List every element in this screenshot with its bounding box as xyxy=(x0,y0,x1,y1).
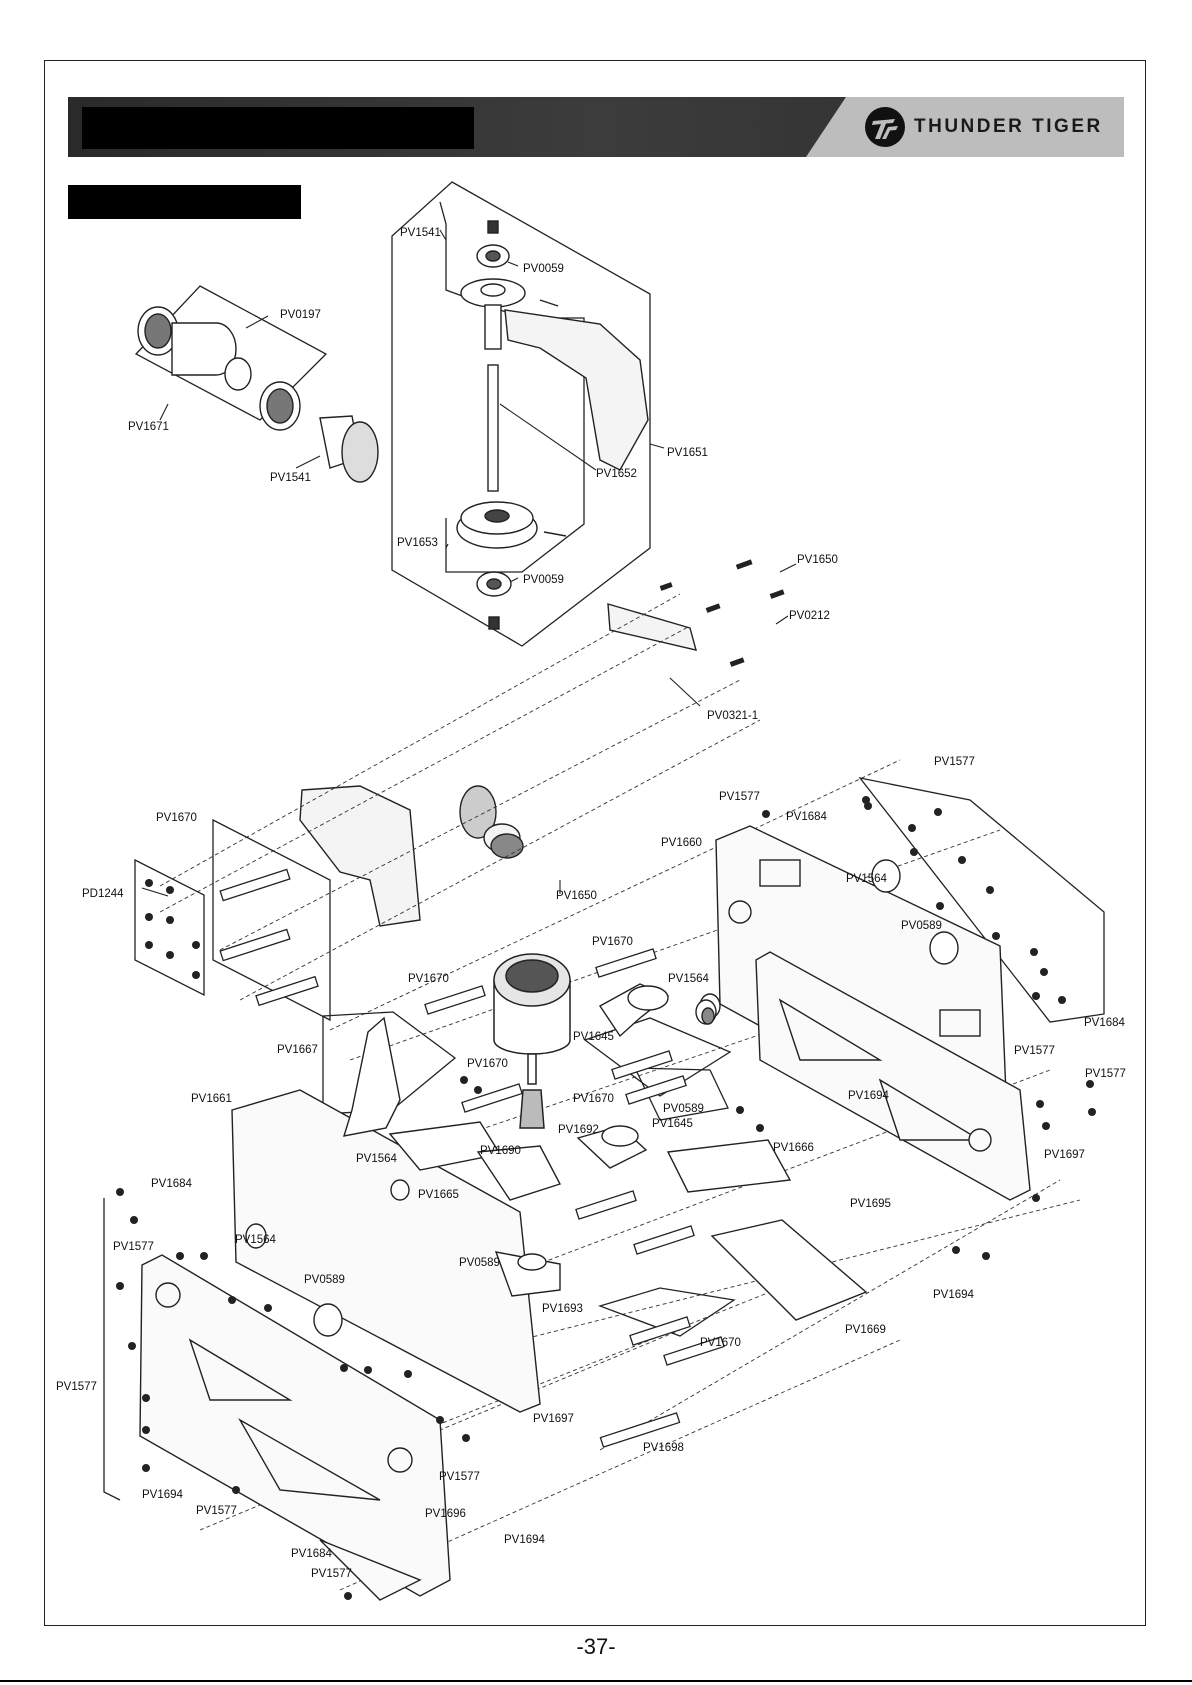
part-label: PV1671 xyxy=(128,421,169,433)
part-label: PV1541 xyxy=(400,227,441,239)
part-label: PV0059 xyxy=(523,263,564,275)
part-label: PV1697 xyxy=(533,1413,574,1425)
gear-assembly-bracket xyxy=(391,181,651,647)
part-label: PV1564 xyxy=(846,873,888,885)
part-label: PV1684 xyxy=(1084,1017,1126,1029)
page-number: -37- xyxy=(576,1634,616,1659)
part-label: PV0212 xyxy=(789,610,830,622)
header-bar: THUNDER TIGER xyxy=(68,97,1124,157)
part-label: PV1694 xyxy=(848,1090,890,1102)
logo-panel: THUNDER TIGER xyxy=(806,97,1124,157)
part-label: PV1665 xyxy=(418,1189,459,1201)
part-label: PV1684 xyxy=(786,811,828,823)
part-label: PV1670 xyxy=(700,1337,741,1349)
motor xyxy=(493,953,571,1129)
part-label: PV1577 xyxy=(311,1568,352,1580)
part-label: PV1694 xyxy=(504,1534,546,1546)
part-label: PV1577 xyxy=(1085,1068,1126,1080)
part-label: PV1650 xyxy=(556,890,597,902)
part-label: PV1690 xyxy=(480,1145,521,1157)
part-label: PV0589 xyxy=(459,1257,500,1269)
part-label: PV1666 xyxy=(773,1142,814,1154)
part-label: PV1660 xyxy=(661,837,702,849)
part-label: PV0197 xyxy=(280,309,321,321)
part-label: PV0589 xyxy=(663,1103,704,1115)
part-label: PV1684 xyxy=(151,1178,193,1190)
thunder-tiger-logo-icon xyxy=(865,107,905,147)
part-label: PV1692 xyxy=(558,1124,599,1136)
part-label: PD1244 xyxy=(82,888,124,900)
part-label: PV1541 xyxy=(270,472,311,484)
part-label: PV1670 xyxy=(156,812,197,824)
part-label: PV1577 xyxy=(56,1381,97,1393)
pv1670-bracket xyxy=(212,818,331,1022)
part-label: PV1652 xyxy=(596,468,637,480)
page-frame xyxy=(44,60,1146,1626)
part-label: PV0321-1 xyxy=(707,710,758,722)
part-label: PV1698 xyxy=(643,1442,684,1454)
part-label: PV1670 xyxy=(573,1093,614,1105)
part-label: PV1693 xyxy=(542,1303,583,1315)
part-label: PV1577 xyxy=(439,1471,480,1483)
part-label: PV0589 xyxy=(901,920,942,932)
part-label: PV1667 xyxy=(277,1044,318,1056)
part-label: PV1670 xyxy=(408,973,449,985)
part-label: PV1695 xyxy=(850,1198,891,1210)
part-label: PV1653 xyxy=(397,537,438,549)
part-label: PV1696 xyxy=(425,1508,466,1520)
bottom-rule xyxy=(0,1680,1192,1682)
pd1244-bracket xyxy=(134,858,205,997)
part-label: PV1577 xyxy=(719,791,760,803)
redacted-section-title xyxy=(68,185,301,219)
brand-name: THUNDER TIGER xyxy=(914,116,1103,137)
part-label: PV1661 xyxy=(191,1093,232,1105)
part-label: PV1694 xyxy=(933,1289,975,1301)
part-label: PV1697 xyxy=(1044,1149,1085,1161)
part-label: PV1577 xyxy=(113,1241,154,1253)
part-label: PV0589 xyxy=(304,1274,345,1286)
part-label: PV1564 xyxy=(235,1234,277,1246)
part-label: PV1670 xyxy=(467,1058,508,1070)
part-label: PV1684 xyxy=(291,1548,333,1560)
part-label: PV1577 xyxy=(934,756,975,768)
part-label: PV1650 xyxy=(797,554,838,566)
redacted-title-block xyxy=(82,107,474,149)
part-label: PV1577 xyxy=(1014,1045,1055,1057)
part-label: PV1651 xyxy=(667,447,708,459)
part-label: PV1694 xyxy=(142,1489,184,1501)
part-label: PV1564 xyxy=(356,1153,398,1165)
part-label: PV1577 xyxy=(196,1505,237,1517)
part-label: PV1645 xyxy=(573,1031,614,1043)
part-label: PV0059 xyxy=(523,574,564,586)
part-label: PV1645 xyxy=(652,1118,693,1130)
part-label: PV1564 xyxy=(668,973,710,985)
part-label: PV1670 xyxy=(592,936,633,948)
part-label: PV1669 xyxy=(845,1324,886,1336)
